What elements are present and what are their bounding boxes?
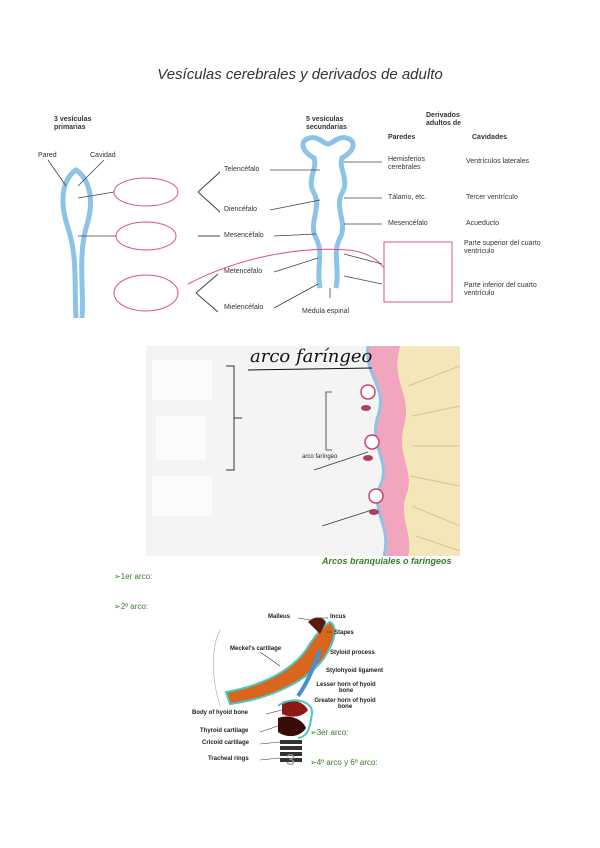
page-title: Vesículas cerebrales y derivados de adul… — [157, 66, 443, 83]
label-thyroid: Thyroid cartilage — [200, 728, 249, 734]
label-lesser-horn: Lesser horn of hyoid bone — [316, 682, 376, 694]
label-talamo: Tálamo, etc. — [388, 194, 427, 201]
label-tracheal: Tracheal rings — [208, 756, 249, 762]
label-metencefalo: Metencéfalo — [224, 268, 263, 275]
label-telencefalo: Telencéfalo — [224, 166, 260, 173]
label-paredes: Paredes — [388, 134, 416, 141]
label-diencefalo: Diencéfalo — [224, 206, 258, 213]
arco-label: arco faríngeo — [302, 454, 338, 460]
label-cricoid: Cricoid cartilage — [202, 740, 250, 746]
arco-2: ➢2º arco: — [114, 602, 149, 611]
handwritten-title: arco faríngeo — [250, 346, 373, 367]
label-3-vesiculas: 3 vesículas primarias — [54, 116, 92, 131]
figure-caption: Arcos branquiales o faríngeos — [322, 556, 452, 566]
label-cavidad: Cavidad — [90, 152, 116, 159]
label-greater-horn: Greater horn of hyoid bone — [314, 698, 376, 710]
label-stapes: Stapes — [334, 630, 354, 636]
label-parte-inferior: Parte inferior del cuarto ventrículo — [464, 282, 537, 297]
label-5-vesiculas: 5 vesículas secundarias — [306, 116, 347, 131]
pharyngeal-diagram — [152, 346, 460, 556]
label-acueducto: Acueducto — [466, 220, 500, 227]
label-pared: Pared — [38, 152, 57, 159]
label-mesencefalo-right: Mesencéfalo — [388, 220, 428, 227]
label-hemisferios: Hemisferios cerebrales — [388, 156, 425, 171]
label-tercer: Tercer ventrículo — [466, 194, 518, 201]
label-incus: Incus — [330, 614, 346, 620]
vesicles-figure: 3 vesículas primarias 5 vesículas secund… — [38, 88, 562, 320]
label-mesencefalo: Mesencéfalo — [224, 232, 264, 239]
label-stylohyoid: Stylohyoid ligament — [326, 668, 384, 674]
label-mielencefalo: Mielencéfalo — [224, 304, 264, 311]
label-cavidades: Cavidades — [472, 134, 508, 141]
label-body-hyoid: Body of hyoid bone — [192, 710, 248, 716]
derivatives-diagram — [212, 617, 336, 762]
derivatives-figure: Malleus Incus Stapes Meckel's cartilage … — [190, 610, 390, 780]
vesicles-diagram — [47, 135, 453, 319]
arco-4-6: ➢4º arco y 6º arco: — [310, 758, 378, 767]
arco-1: ➢1er arco: — [114, 572, 153, 581]
page-number-mark: 3 — [286, 752, 295, 769]
label-derivados: Derivados adultos de — [426, 112, 462, 127]
label-medula: Médula espinal — [302, 308, 350, 315]
label-malleus: Malleus — [268, 614, 291, 620]
pharyngeal-figure: arco faríngeo arco faríngeo — [146, 346, 460, 556]
label-parte-superior: Parte superior del cuarto ventrículo — [464, 240, 541, 255]
label-ventriculos: Ventrículos laterales — [466, 158, 530, 165]
arco-3: ➢3er arco: — [310, 728, 349, 737]
label-meckel: Meckel's cartilage — [230, 646, 282, 652]
label-styloid: Styloid process — [330, 650, 375, 656]
